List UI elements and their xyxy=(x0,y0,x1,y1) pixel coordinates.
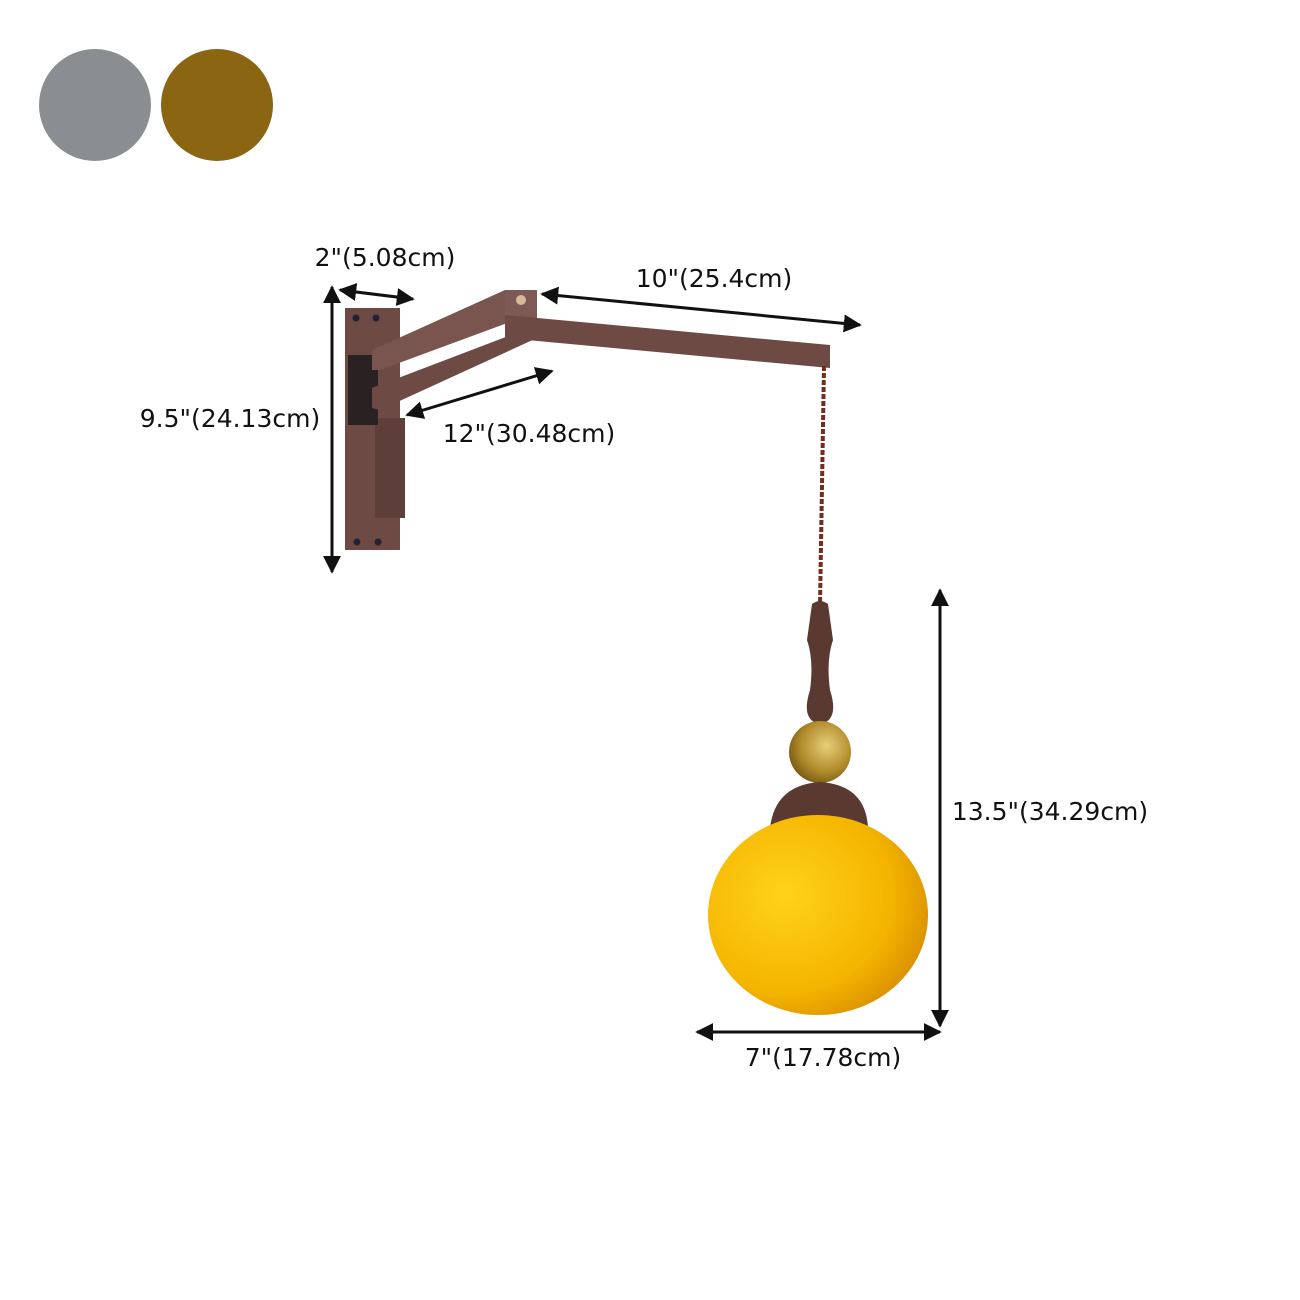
wood-finial xyxy=(806,601,834,722)
brass-ball xyxy=(789,721,851,783)
wood-cap xyxy=(770,782,868,828)
swatch-brass[interactable] xyxy=(161,49,273,161)
glass-shade xyxy=(708,815,928,1015)
depth-label: 2"(5.08cm) xyxy=(315,243,456,272)
outer-arm xyxy=(505,315,830,368)
cord xyxy=(818,365,826,606)
outer-arm-label: 10"(25.4cm) xyxy=(636,264,793,293)
pendant-height-label: 13.5"(34.29cm) xyxy=(952,797,1148,826)
shade-width-label: 7"(17.78cm) xyxy=(745,1043,902,1072)
swatch-gray[interactable] xyxy=(39,49,151,161)
dimension-lines xyxy=(323,283,949,1041)
backplate-height-label: 9.5"(24.13cm) xyxy=(140,404,320,433)
inner-arm-label: 12"(30.48cm) xyxy=(443,419,616,448)
